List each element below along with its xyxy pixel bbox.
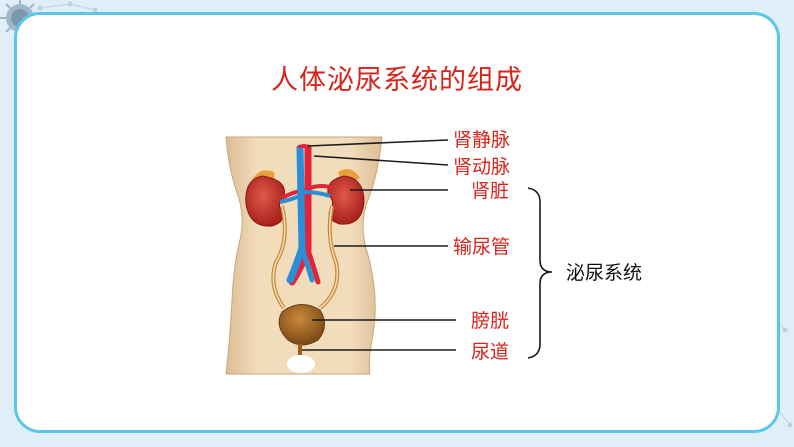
right-kidney [327,175,365,225]
leader-line-renal-vein [307,139,449,147]
leader-line-renal-artery [313,155,449,166]
left-renal-vein [279,194,301,204]
pelvic-opening [287,355,315,373]
page-title: 人体泌尿系统的组成 [271,65,523,96]
left-ureter-highlight [272,205,286,309]
right-renal-vein [303,190,331,198]
label-bladder: 膀胱 [471,310,510,332]
bladder-shape [278,304,325,346]
label-kidney: 肾脏 [471,180,510,202]
curly-brace [527,187,553,359]
right-iliac-artery [305,247,321,285]
label-ureter: 输尿管 [453,236,511,258]
label-renal-vein: 肾静脉 [453,129,511,151]
left-kidney [245,175,286,227]
right-ureter-highlight [319,205,338,309]
label-urethra: 尿道 [471,341,510,363]
label-renal-artery: 肾动脉 [453,156,511,178]
content-card [14,12,780,433]
label-urinary-system: 泌尿系统 [566,262,643,284]
vessel-top [296,144,312,148]
left-iliac-vein [299,245,315,283]
right-renal-artery [309,184,333,190]
